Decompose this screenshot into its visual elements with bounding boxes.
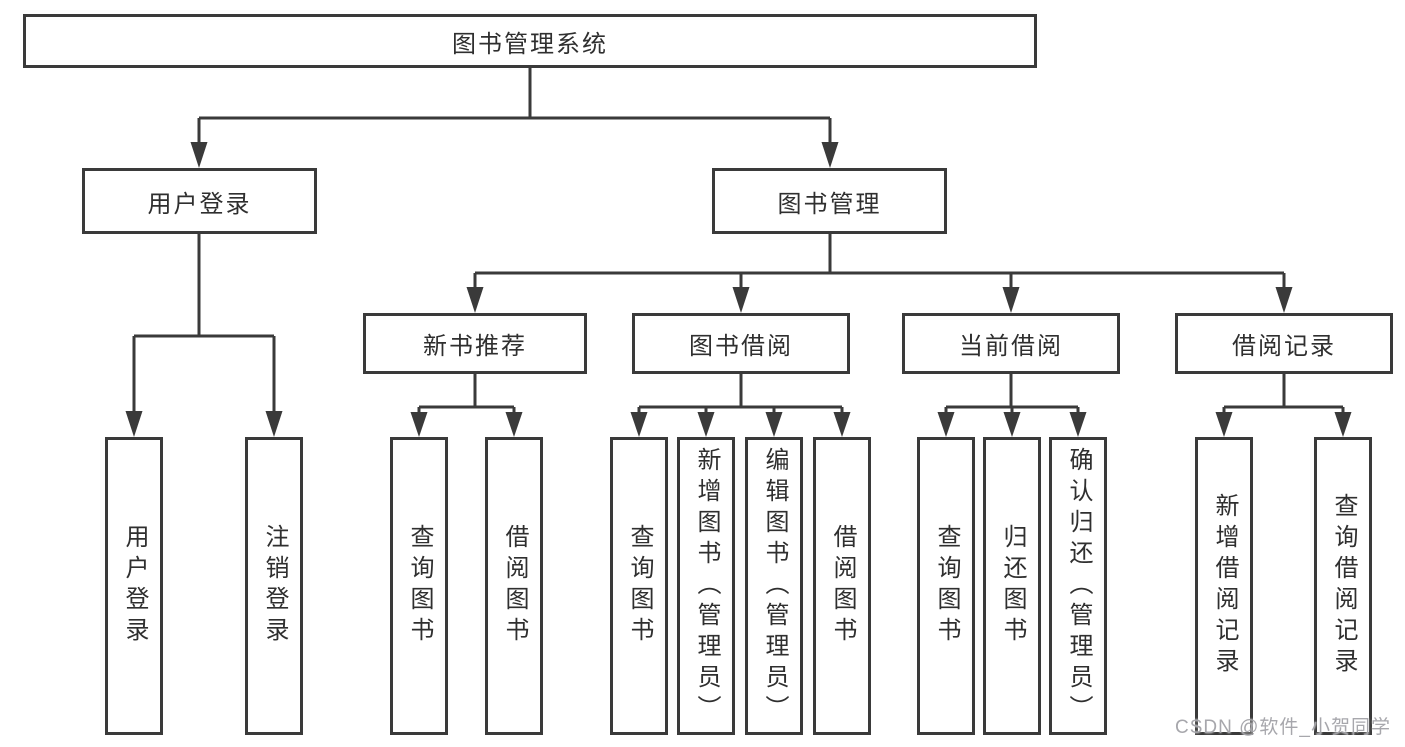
leaf-query-borrow-record-label: 查询借阅记录 — [1330, 493, 1357, 679]
node-borrow-records-label: 借阅记录 — [1232, 333, 1336, 360]
leaf-borrow-book-label: 借阅图书 — [829, 524, 856, 648]
connector-root-to-level2 — [190, 68, 839, 168]
connector-line — [132, 234, 276, 411]
connector-line — [197, 68, 832, 142]
arrowhead-icon — [190, 142, 208, 168]
leaf-query-book-recommend-label: 查询图书 — [406, 524, 433, 648]
node-new-book-recommend-label: 新书推荐 — [423, 333, 527, 360]
arrowhead-icon — [732, 287, 750, 313]
node-current-borrow: 当前借阅 — [902, 313, 1120, 374]
node-book-borrow: 图书借阅 — [632, 313, 850, 374]
leaf-confirm-return-admin-label: 确认归还（管理员） — [1065, 446, 1092, 726]
node-current-borrow-label: 当前借阅 — [959, 333, 1063, 360]
leaf-confirm-return-admin: 确认归还（管理员） — [1049, 437, 1107, 735]
leaf-query-book-borrow: 查询图书 — [610, 437, 668, 735]
node-new-book-recommend: 新书推荐 — [363, 313, 587, 374]
leaf-user-login-label: 用户登录 — [121, 524, 148, 648]
node-book-borrow-label: 图书借阅 — [689, 333, 793, 360]
leaf-borrow-book-recommend: 借阅图书 — [485, 437, 543, 735]
leaf-query-book-borrow-label: 查询图书 — [626, 524, 653, 648]
arrowhead-icon — [1334, 412, 1352, 437]
node-book-management: 图书管理 — [712, 168, 947, 234]
leaf-logout-login-label: 注销登录 — [261, 524, 288, 648]
leaf-query-borrow-record: 查询借阅记录 — [1314, 437, 1372, 735]
connector-new-book-recommend-children — [410, 374, 523, 437]
leaf-borrow-book: 借阅图书 — [813, 437, 871, 735]
connector-current-borrow-children — [937, 374, 1087, 437]
leaf-return-book: 归还图书 — [983, 437, 1041, 735]
arrowhead-icon — [697, 412, 715, 437]
connector-borrow-records-children — [1215, 374, 1352, 437]
leaf-add-book-admin-label: 新增图书（管理员） — [693, 446, 720, 726]
connector-line — [417, 374, 516, 412]
arrowhead-icon — [1215, 412, 1233, 437]
arrowhead-icon — [937, 412, 955, 437]
leaf-edit-book-admin: 编辑图书（管理员） — [745, 437, 803, 735]
connector-line — [1222, 374, 1345, 412]
connector-book-management-children — [466, 234, 1293, 313]
leaf-borrow-book-recommend-label: 借阅图书 — [501, 524, 528, 648]
node-root: 图书管理系统 — [23, 14, 1037, 68]
connector-line — [637, 374, 844, 412]
arrowhead-icon — [630, 412, 648, 437]
node-borrow-records: 借阅记录 — [1175, 313, 1393, 374]
leaf-user-login: 用户登录 — [105, 437, 163, 735]
leaf-add-borrow-record: 新增借阅记录 — [1195, 437, 1253, 735]
arrowhead-icon — [1069, 412, 1087, 437]
node-user-login-label: 用户登录 — [147, 190, 252, 218]
connector-user-login-children — [125, 234, 283, 437]
node-book-management-label: 图书管理 — [777, 190, 882, 218]
leaf-query-book-current-label: 查询图书 — [933, 524, 960, 648]
connector-book-borrow-children — [630, 374, 851, 437]
arrowhead-icon — [765, 412, 783, 437]
leaf-return-book-label: 归还图书 — [999, 524, 1026, 648]
arrowhead-icon — [410, 412, 428, 437]
arrowhead-icon — [1002, 287, 1020, 313]
leaf-query-book-current: 查询图书 — [917, 437, 975, 735]
connector-line — [944, 374, 1080, 412]
connector-line — [473, 234, 1286, 287]
leaf-add-borrow-record-label: 新增借阅记录 — [1211, 493, 1238, 679]
arrowhead-icon — [1003, 412, 1021, 437]
arrowhead-icon — [833, 412, 851, 437]
arrowhead-icon — [466, 287, 484, 313]
arrowhead-icon — [1275, 287, 1293, 313]
leaf-edit-book-admin-label: 编辑图书（管理员） — [761, 446, 788, 726]
leaf-add-book-admin: 新增图书（管理员） — [677, 437, 735, 735]
arrowhead-icon — [505, 412, 523, 437]
arrowhead-icon — [265, 411, 283, 437]
node-root-label: 图书管理系统 — [452, 30, 608, 58]
leaf-logout-login: 注销登录 — [245, 437, 303, 735]
leaf-query-book-recommend: 查询图书 — [390, 437, 448, 735]
csdn-watermark: CSDN @软件_小贺同学 — [1175, 717, 1391, 738]
node-user-login: 用户登录 — [82, 168, 317, 234]
arrowhead-icon — [125, 411, 143, 437]
arrowhead-icon — [821, 142, 839, 168]
